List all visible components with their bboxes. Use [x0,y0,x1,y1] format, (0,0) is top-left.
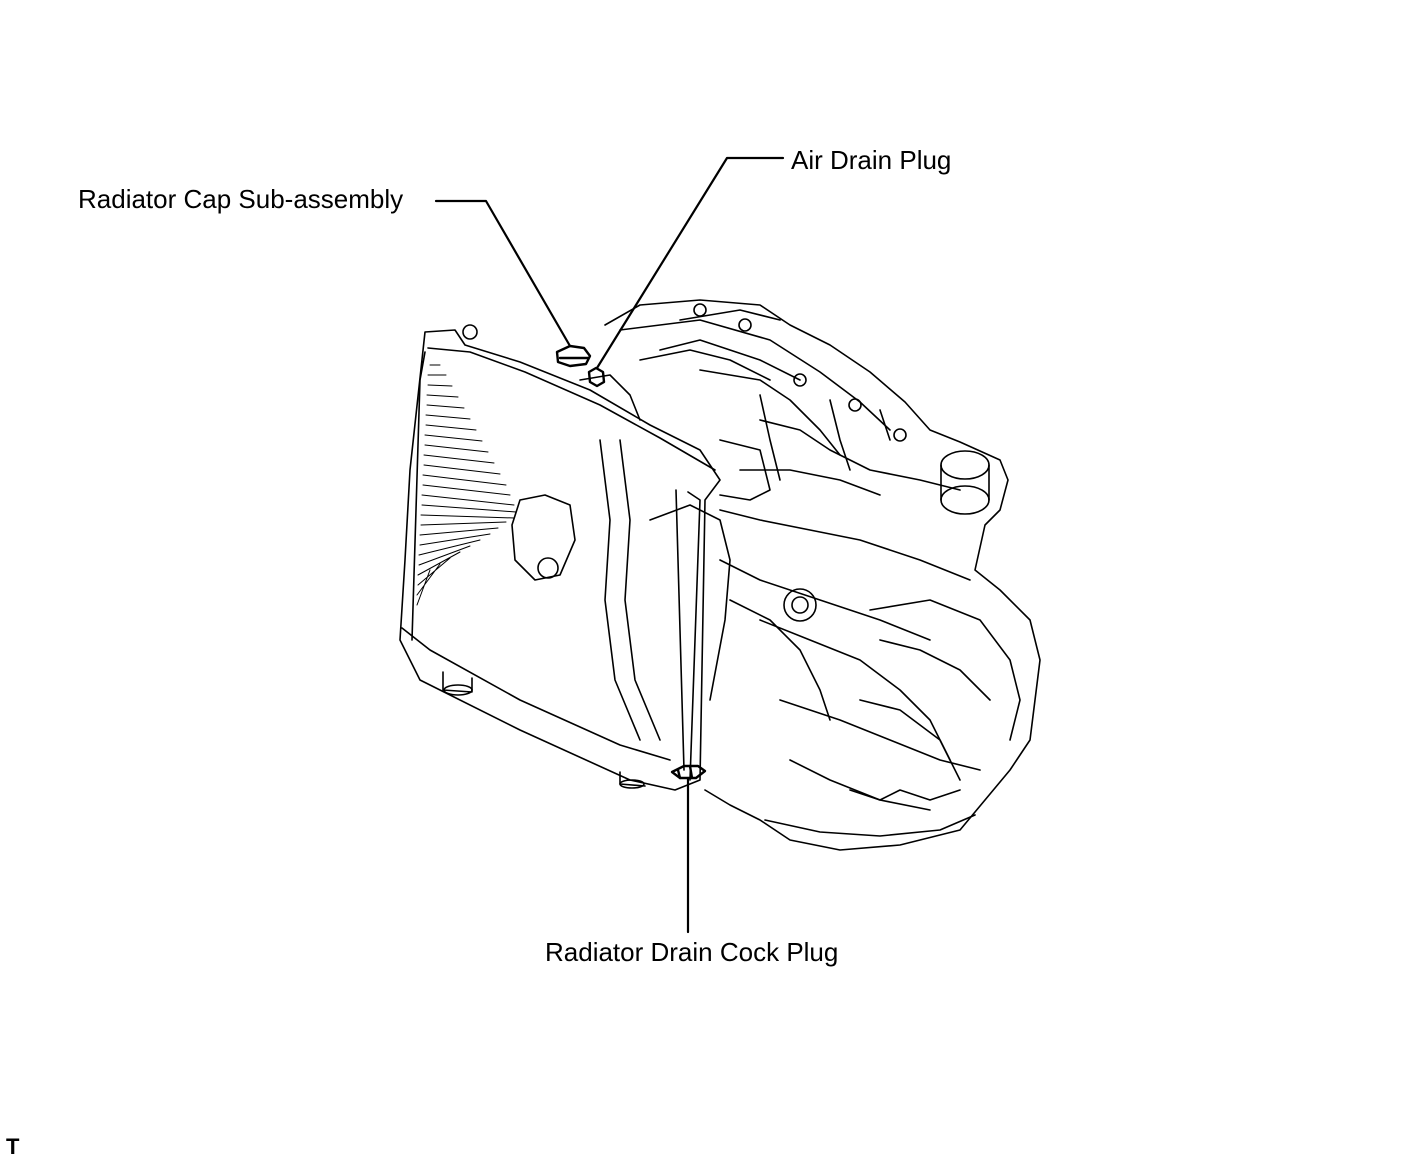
radiator-fins [416,364,517,606]
label-radiator-drain-cock-plug: Radiator Drain Cock Plug [545,937,839,967]
figure-code: T [6,1134,20,1159]
leader-line-radiator-cap [434,199,572,348]
label-radiator-cap-sub-assembly: Radiator Cap Sub-assembly [78,184,404,214]
leader-line-air-drain-plug [595,156,785,370]
drain-cock-plug-part [670,764,707,780]
leader-lines [434,156,785,934]
radiator [399,329,721,791]
radiator-cap-part [555,344,592,368]
engine-block [462,299,1041,851]
label-air-drain-plug: Air Drain Plug [791,145,952,175]
